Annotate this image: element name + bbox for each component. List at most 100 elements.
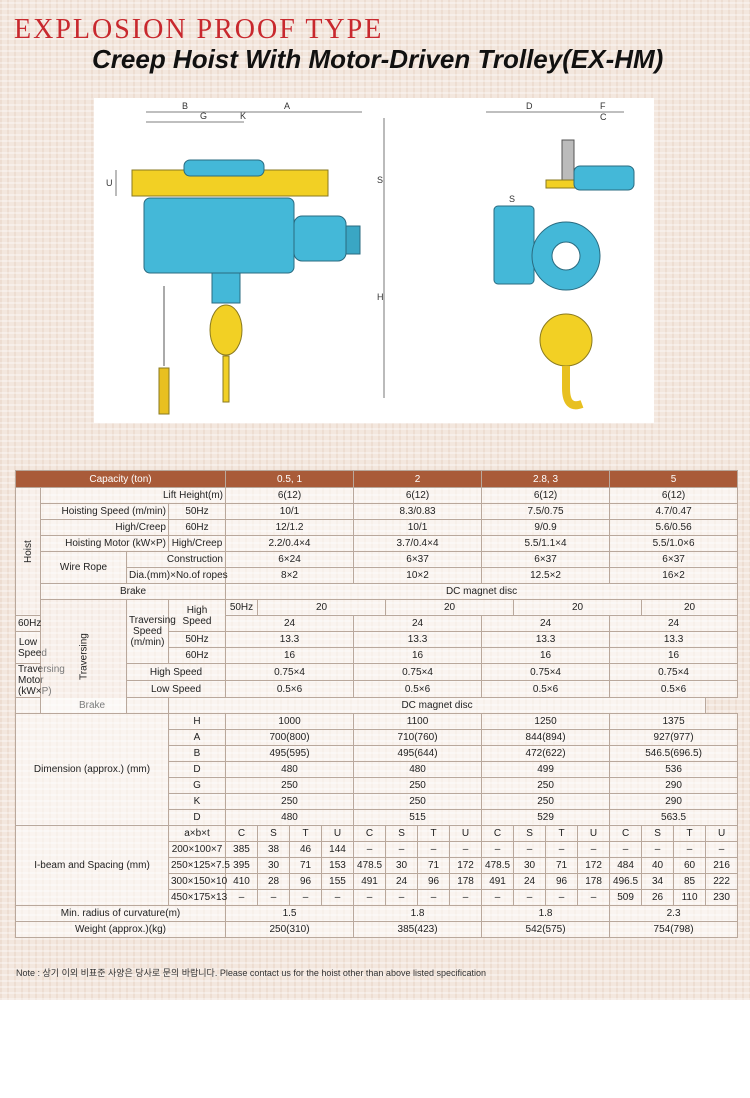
trav-speed-value: 16 — [609, 647, 739, 664]
hz50-label: 50Hz — [225, 599, 258, 616]
capacity-row: Capacity (ton) 0.5, 1 2 2.8, 3 5 — [15, 470, 739, 488]
ibeam-size: 250×125×7.5 — [168, 857, 230, 874]
hook-block — [209, 304, 243, 356]
ibeam-col-head: U — [320, 825, 355, 842]
ibeam-col-head: C — [481, 825, 515, 842]
weight-value: 250(310) — [224, 921, 355, 938]
label-k: K — [240, 111, 246, 121]
spec-table: Capacity (ton) 0.5, 1 2 2.8, 3 5 Hoist L… — [15, 470, 739, 938]
weight-row: Weight (approx.)(kg) 250(310) 385(423) 5… — [15, 921, 739, 938]
construction-value: 6×37 — [609, 551, 739, 568]
ibeam-value: 30 — [513, 857, 547, 874]
hoisting-speed-value: 12/1.2 — [224, 519, 355, 536]
ibeam-label: I-beam and Spacing (mm) — [15, 825, 169, 906]
category-title: EXPLOSION PROOF TYPE — [14, 14, 384, 45]
trav-speed-value: 24 — [353, 615, 483, 632]
dimension-value: 927(977) — [609, 729, 739, 746]
label-a: A — [284, 101, 290, 111]
ibeam-value: – — [545, 841, 579, 858]
hoisting-motor-row: Hoisting Motor (kW×P) High/Creep 2.2/0.4… — [16, 535, 739, 552]
dimension-value: 844(894) — [481, 729, 611, 746]
side-hook-block — [539, 313, 593, 367]
ibeam-col-head: S — [385, 825, 419, 842]
label-d: D — [526, 101, 533, 111]
dimension-key: G — [168, 777, 226, 794]
hoisting-speed-value: 7.5/0.75 — [481, 503, 611, 520]
dimension-value: 563.5 — [609, 809, 739, 826]
drum-center — [551, 241, 581, 271]
ibeam-value: – — [609, 841, 643, 858]
min-radius-row: Min. radius of curvature(m) 1.5 1.8 1.8 … — [15, 905, 739, 922]
dimension-value: 495(595) — [224, 745, 355, 762]
construction-label: Construction — [126, 551, 226, 568]
min-radius-value: 1.8 — [481, 905, 611, 922]
ibeam-value: – — [481, 841, 515, 858]
ibeam-value: 34 — [641, 873, 675, 890]
ibeam-value: 110 — [673, 889, 707, 906]
side-view: D F C S — [486, 101, 635, 410]
dimension-value: 250 — [353, 777, 483, 794]
high-creep-label: High/Creep — [40, 519, 169, 536]
dimension-value: 480 — [224, 809, 355, 826]
hoist-body — [143, 197, 295, 274]
weight-label: Weight (approx.)(kg) — [15, 921, 226, 938]
ibeam-value: – — [320, 889, 355, 906]
ibeam-col-head: C — [225, 825, 258, 842]
dimension-value: 546.5(696.5) — [609, 745, 739, 762]
ibeam-value: – — [705, 841, 739, 858]
ibeam-value: – — [545, 889, 579, 906]
dimension-value: 1375 — [609, 713, 739, 730]
ibeam-value: 46 — [289, 841, 322, 858]
hoisting-speed-value: 4.7/0.47 — [609, 503, 739, 520]
side-beam-web — [561, 139, 575, 181]
dimension-key: H — [168, 713, 226, 730]
traversing-group-label: Traversing — [40, 599, 127, 714]
wire-rope-dia-row: Dia.(mm)×No.of ropes 8×2 10×2 12.5×2 16×… — [16, 567, 739, 584]
dimension-value: 710(760) — [353, 729, 483, 746]
ibeam-value: 491 — [481, 873, 515, 890]
hz50-label: 50Hz — [168, 503, 226, 520]
min-radius-value: 2.3 — [609, 905, 739, 922]
dimension-key: A — [168, 729, 226, 746]
trav-speed-value: 13.3 — [481, 631, 611, 648]
ibeam-value: – — [577, 889, 611, 906]
ibeam-value: 395 — [225, 857, 258, 874]
ibeam-col-head: C — [609, 825, 643, 842]
hz50-label: 50Hz — [168, 631, 226, 648]
trav-low-50-row: Low Speed 50Hz 13.3 13.3 13.3 13.3 — [15, 631, 739, 664]
dimension-value: 290 — [609, 777, 739, 794]
trav-high-label: High Speed — [168, 599, 226, 632]
ibeam-value: 30 — [257, 857, 290, 874]
dimension-value: 1000 — [224, 713, 355, 730]
label-u: U — [106, 178, 113, 188]
label-h: H — [377, 292, 384, 302]
dimension-value: 1250 — [481, 713, 611, 730]
dimension-value: 700(800) — [224, 729, 355, 746]
ibeam-value: – — [417, 841, 451, 858]
hoisting-motor-value: 5.5/1.1×4 — [481, 535, 611, 552]
dimension-value: 1100 — [353, 713, 483, 730]
dimension-key: D — [168, 761, 226, 778]
dia-value: 12.5×2 — [481, 567, 611, 584]
ibeam-size: 200×100×7 — [168, 841, 226, 858]
dimension-key: B — [168, 745, 226, 762]
side-housing — [493, 205, 535, 285]
trav-motor-label: Traversing Motor (kW×P) — [15, 663, 65, 698]
label-c: C — [600, 112, 607, 122]
dimension-value: 536 — [609, 761, 739, 778]
ibeam-value: 178 — [449, 873, 483, 890]
dia-value: 10×2 — [353, 567, 483, 584]
lift-height-value: 6(12) — [224, 487, 355, 504]
dimension-value: 250 — [224, 777, 355, 794]
ibeam-value: 60 — [673, 857, 707, 874]
ibeam-col-head: C — [353, 825, 387, 842]
trav-brake-label: Brake — [15, 697, 169, 714]
ibeam-value: 24 — [385, 873, 419, 890]
dimension-value: 250 — [481, 793, 611, 810]
ibeam-value: 491 — [353, 873, 387, 890]
hoist-brake-row: Brake DC magnet disc — [16, 583, 739, 600]
hz60-label: 60Hz — [168, 519, 226, 536]
ibeam-value: 144 — [320, 841, 355, 858]
